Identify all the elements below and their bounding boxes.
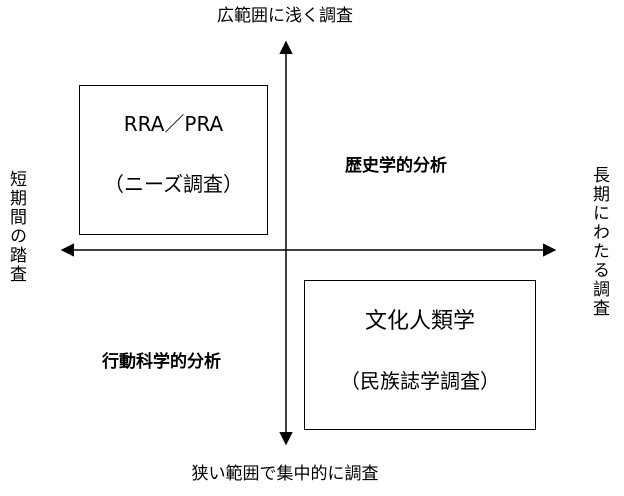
quadrant-behavioral-analysis: 行動科学的分析 [102,352,221,372]
box-rra-subtitle: （ニーズ調査） [104,172,243,196]
axis-label-right: 長期にわたる調査 [589,166,609,318]
box-rra-title: RRA／PRA [123,112,224,136]
axis-label-left: 短期間の踏査 [6,170,26,284]
box-bunka-title: 文化人類学 [364,309,475,334]
quadrant-history-analysis: 歴史学的分析 [345,156,447,176]
box-rra-pra: RRA／PRA （ニーズ調査） [79,85,268,235]
axis-label-bottom: 狭い範囲で集中的に調査 [191,464,379,484]
axis-label-top: 広範囲に浅く調査 [217,6,353,26]
box-bunka-subtitle: （民族誌学調査） [340,369,500,393]
box-cultural-anthropology: 文化人類学 （民族誌学調査） [304,280,536,430]
